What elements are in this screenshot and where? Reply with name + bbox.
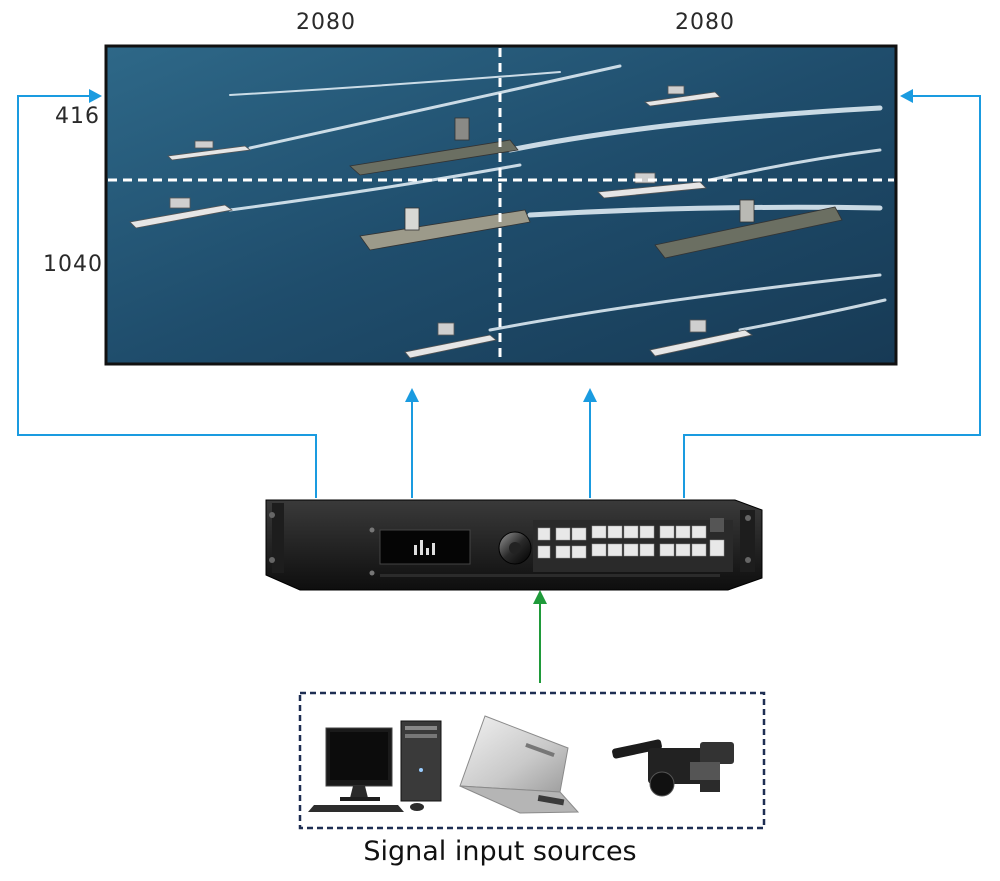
sources-caption: Signal input sources xyxy=(363,836,637,867)
source-box xyxy=(298,691,766,830)
video-processor-icon xyxy=(265,499,763,591)
output-arrows xyxy=(17,95,981,498)
ships xyxy=(129,85,843,359)
video-camera-icon xyxy=(612,739,734,797)
led-video-wall xyxy=(104,44,898,366)
output-arrowheads xyxy=(89,89,913,402)
column-width-label-right: 2080 xyxy=(675,10,735,35)
row-height-label-top: 416 xyxy=(55,104,100,129)
desktop-computer-icon xyxy=(308,720,442,812)
row-height-label-bottom: 1040 xyxy=(43,252,103,277)
input-arrow xyxy=(533,590,547,683)
laptop-icon xyxy=(459,715,580,814)
column-width-label-left: 2080 xyxy=(296,10,356,35)
